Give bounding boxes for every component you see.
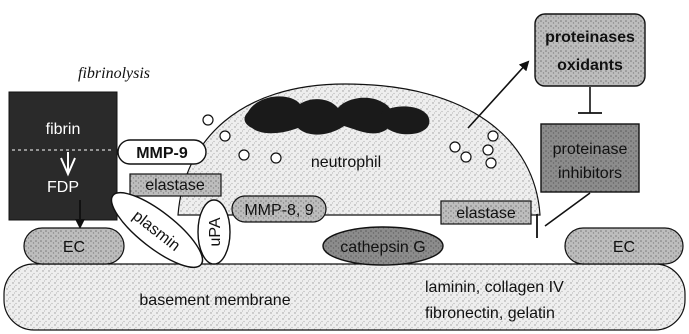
- release-arrow-icon: [468, 62, 528, 128]
- fibrinolysis-label: fibrinolysis: [78, 65, 150, 82]
- fibrin-label: fibrin: [46, 121, 81, 138]
- inhibit-line-bottom: [545, 193, 590, 226]
- bm-components-line2: fibronectin, gelatin: [425, 305, 555, 322]
- bm-components-line1: laminin, collagen IV: [425, 279, 564, 296]
- elastase-right-label: elastase: [456, 205, 516, 222]
- proteinase-label: proteinase: [553, 141, 628, 158]
- upa-label: uPA: [207, 217, 224, 246]
- basement-membrane-shape: [4, 264, 685, 330]
- ec-left-label: EC: [63, 239, 85, 256]
- elastase-left-label: elastase: [145, 177, 205, 194]
- proteinases-oxidants-box: [535, 14, 645, 86]
- neutrophil-label: neutrophil: [311, 154, 381, 171]
- proteinases-label: proteinases: [545, 29, 635, 46]
- fdp-label: FDP: [47, 179, 79, 196]
- fibrin-box: [9, 92, 117, 220]
- inhibitors-label: inhibitors: [558, 165, 622, 182]
- cathepsin-g-label: cathepsin G: [340, 239, 425, 256]
- neutrophil-nucleus: [245, 96, 393, 134]
- basement-membrane-label: basement membrane: [139, 292, 290, 309]
- mmp89-label: MMP-8, 9: [244, 202, 313, 219]
- ec-right-label: EC: [613, 239, 635, 256]
- oxidants-label: oxidants: [557, 57, 623, 74]
- mmp9-label: MMP-9: [136, 145, 188, 162]
